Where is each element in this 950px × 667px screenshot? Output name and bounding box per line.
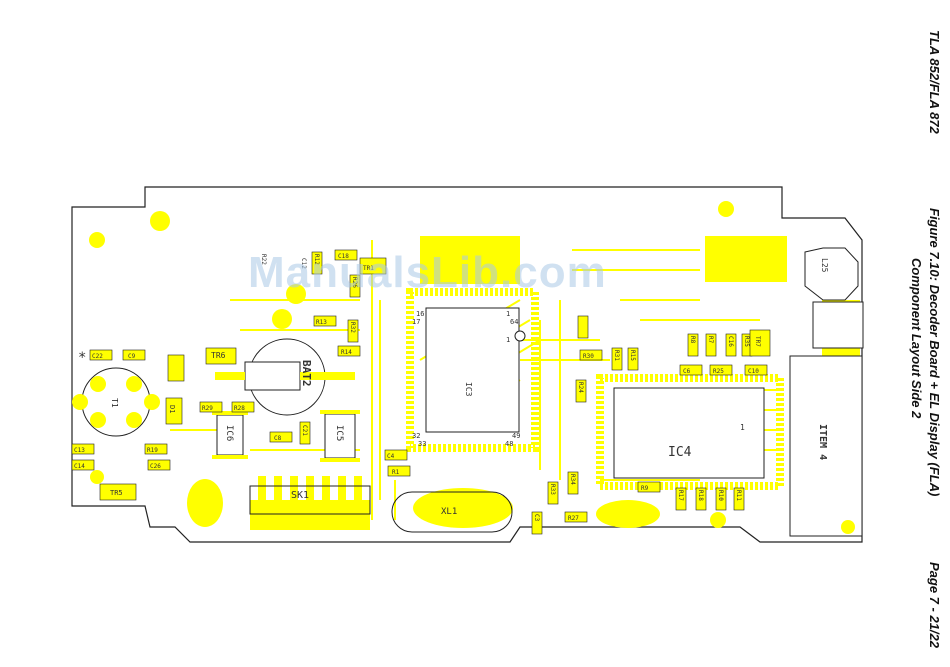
- pin-1b: 1: [506, 336, 510, 344]
- ref-c26: C26: [150, 463, 161, 470]
- ref-r12: R12: [313, 254, 320, 265]
- ref-r30: R30: [583, 353, 594, 360]
- label-star: *: [78, 350, 86, 366]
- component-labels: BAT2 IC3 IC4 IC5 IC6 SK1 XL1 ITEM 4 T1 D…: [74, 253, 829, 522]
- label-ic6: IC6: [224, 425, 234, 441]
- ref-c8: C8: [274, 435, 282, 442]
- ref-r9: R9: [641, 485, 649, 492]
- ref-r13: R13: [316, 319, 327, 326]
- label-xl1: XL1: [441, 507, 457, 517]
- label-l25: L25: [820, 258, 829, 273]
- l25-inductor: [804, 247, 864, 349]
- ref-r27: R27: [568, 515, 579, 522]
- label-ic3: IC3: [464, 382, 473, 397]
- pin-32: 32: [412, 432, 420, 440]
- bat2-battery: [215, 338, 355, 416]
- pin-48: 48: [505, 440, 513, 448]
- ref-c18: C18: [338, 253, 349, 260]
- ref-r31: R31: [613, 350, 620, 361]
- ref-r34: R34: [569, 474, 576, 485]
- ref-r17: R17: [677, 490, 684, 501]
- smd-parts: [71, 249, 771, 535]
- ref-r29: R29: [202, 405, 213, 412]
- pin-49: 49: [512, 432, 520, 440]
- ref-r26: R26: [351, 277, 358, 288]
- ref-c9: C9: [128, 353, 136, 360]
- ic3-chip: [406, 288, 539, 452]
- ref-r7: R7: [707, 336, 714, 344]
- ref-c3: C3: [533, 514, 540, 522]
- ref-c12: C12: [300, 258, 307, 269]
- pin-33: 33: [418, 440, 426, 448]
- ref-c21: C21: [301, 425, 308, 436]
- pin-64: 64: [510, 318, 518, 326]
- ref-c4: C4: [387, 453, 395, 460]
- document-model: TLA 852/FLA 872: [927, 30, 942, 134]
- ref-r28: R28: [234, 405, 245, 412]
- label-ic5: IC5: [334, 425, 344, 441]
- ref-r11: R11: [735, 490, 742, 501]
- pin-ic4-1: 1: [740, 423, 745, 432]
- ref-r1: R1: [392, 469, 400, 476]
- traces: [170, 240, 780, 520]
- label-t1: T1: [110, 398, 119, 408]
- ref-c10: C10: [748, 368, 759, 375]
- ref-r18: R18: [697, 490, 704, 501]
- ref-r35: R35: [743, 336, 750, 347]
- label-ic4: IC4: [668, 445, 692, 460]
- ref-r25: R25: [713, 368, 724, 375]
- pin-17: 17: [412, 318, 420, 326]
- xl1-crystal: [391, 491, 513, 533]
- ref-c6: C6: [683, 368, 691, 375]
- label-tr6: TR6: [211, 351, 226, 360]
- page-number: Page 7 - 21/22: [927, 562, 942, 648]
- ref-r33: R33: [549, 484, 556, 495]
- ref-c14: C14: [74, 463, 85, 470]
- ic6-chip: [212, 411, 248, 459]
- ref-r10: R10: [717, 490, 724, 501]
- pin-1a: 1: [506, 310, 510, 318]
- label-d1: D1: [168, 405, 176, 413]
- ref-c13: C13: [74, 447, 85, 454]
- sk1-connector: [249, 476, 371, 516]
- ref-c16: C16: [727, 336, 734, 347]
- ref-r8: R8: [689, 336, 696, 344]
- label-item4: ITEM 4: [817, 424, 828, 460]
- t1-transformer: [72, 367, 160, 437]
- ref-r14: R14: [341, 349, 352, 356]
- ref-r19: R19: [147, 447, 158, 454]
- figure-title: Figure 7.10: Decoder Board + EL Display …: [927, 208, 942, 497]
- ref-r24: R24: [577, 382, 584, 393]
- ref-r32: R32: [349, 322, 356, 333]
- label-sk1: SK1: [291, 490, 309, 501]
- label-tr1: TR1: [363, 265, 374, 272]
- label-tr7: TR7: [754, 336, 761, 347]
- ref-r15: R15: [629, 350, 636, 361]
- ic4-chip: [596, 374, 784, 490]
- ref-c22: C22: [92, 353, 103, 360]
- label-bat2: BAT2: [300, 360, 313, 387]
- pin-16: 16: [416, 310, 424, 318]
- ref-r22: R22: [260, 254, 267, 265]
- label-tr5: TR5: [110, 489, 123, 497]
- ic5-chip: [320, 410, 360, 462]
- figure-subtitle: Component Layout Side 2: [909, 258, 924, 419]
